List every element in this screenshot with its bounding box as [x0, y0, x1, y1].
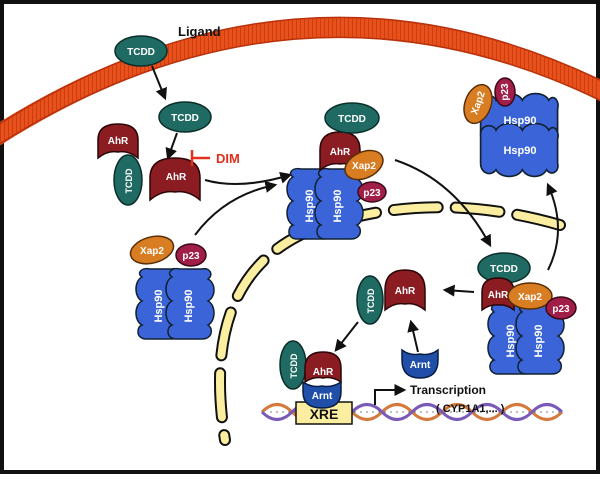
binding-arrow [204, 172, 293, 185]
transcription-arrow [374, 384, 407, 405]
dna-bound-complex: TCDD AhR Arnt [279, 340, 342, 409]
hsp90-label: Hsp90 [304, 189, 316, 222]
tcdd-ahr-nuclear: AhR TCDD [356, 269, 426, 325]
tcdd-ligand: TCDD [114, 35, 168, 67]
dissociation-arrow [442, 284, 475, 297]
tcdd-bind-arrow [165, 132, 178, 161]
hsp90-label: Hsp90 [503, 115, 536, 127]
hsp90-label: Hsp90 [505, 324, 517, 357]
tcdd-ahr-complex: AhR TCDD [113, 154, 201, 206]
arnt-label: Arnt [410, 360, 431, 371]
tcdd-label: TCDD [289, 353, 299, 378]
tcdd-label: TCDD [366, 288, 376, 313]
ahr-label: AhR [166, 172, 187, 183]
target-genes-label: ( CYP1A1,... ) [436, 403, 505, 415]
p23-label: p23 [363, 188, 381, 199]
chaperone-complex-left: Hsp90 Hsp90 Xap2 p23 [129, 235, 215, 340]
xap2-label: Xap2 [352, 161, 376, 172]
dim-inhibitor: DIM [190, 150, 240, 166]
hsp90-label: Hsp90 [503, 145, 536, 157]
nuclear-import-arrow [394, 159, 492, 248]
transcription-label: Transcription [410, 383, 486, 397]
p23-label: p23 [500, 83, 511, 101]
xap2-label: Xap2 [518, 292, 542, 303]
ahr-label: AhR [488, 290, 509, 301]
tcdd-label: TCDD [171, 113, 199, 124]
ahr-label: AhR [330, 147, 351, 158]
arnt-free: Arnt [401, 348, 439, 379]
nuclear-ahr-complex: Hsp90 Hsp90 TCDD AhR Xap2 p23 [477, 252, 577, 375]
dim-label: DIM [216, 151, 240, 166]
xap2-label: Xap2 [140, 246, 164, 257]
dna-bind-arrow [334, 321, 359, 352]
tcdd-cytoplasm: TCDD [158, 101, 212, 133]
cytoplasmic-ahr-complex: Hsp90 Hsp90 AhR TCDD Xap2 p23 [286, 102, 387, 240]
p23-label: p23 [182, 251, 200, 262]
ligand-label: Ligand [178, 24, 221, 39]
arnt-label: Arnt [312, 391, 333, 402]
ahr-label: AhR [108, 136, 129, 147]
hsp90-label: Hsp90 [153, 289, 165, 322]
ahr-label: AhR [313, 367, 334, 378]
tcdd-label: TCDD [127, 47, 155, 58]
chaperone-complex-released: Hsp90 Hsp90 Xap2 p23 [463, 77, 559, 178]
chaperone-arrow [194, 181, 278, 236]
ahr-label: AhR [395, 286, 416, 297]
ligand-entry-arrow [151, 65, 167, 101]
tcdd-label: TCDD [338, 114, 366, 125]
ahr-free: AhR [97, 123, 139, 160]
tcdd-label: TCDD [124, 168, 134, 193]
p23-label: p23 [552, 304, 570, 315]
xre-label: XRE [310, 406, 339, 422]
cell-membrane [0, 17, 600, 146]
hsp90-label: Hsp90 [183, 289, 195, 322]
tcdd-label: TCDD [490, 264, 518, 275]
arnt-bind-arrow [407, 319, 420, 353]
chaperone-release-arrow [546, 182, 559, 271]
hsp90-label: Hsp90 [533, 324, 545, 357]
xre-element: XRE [295, 401, 353, 425]
hsp90-label: Hsp90 [332, 189, 344, 222]
